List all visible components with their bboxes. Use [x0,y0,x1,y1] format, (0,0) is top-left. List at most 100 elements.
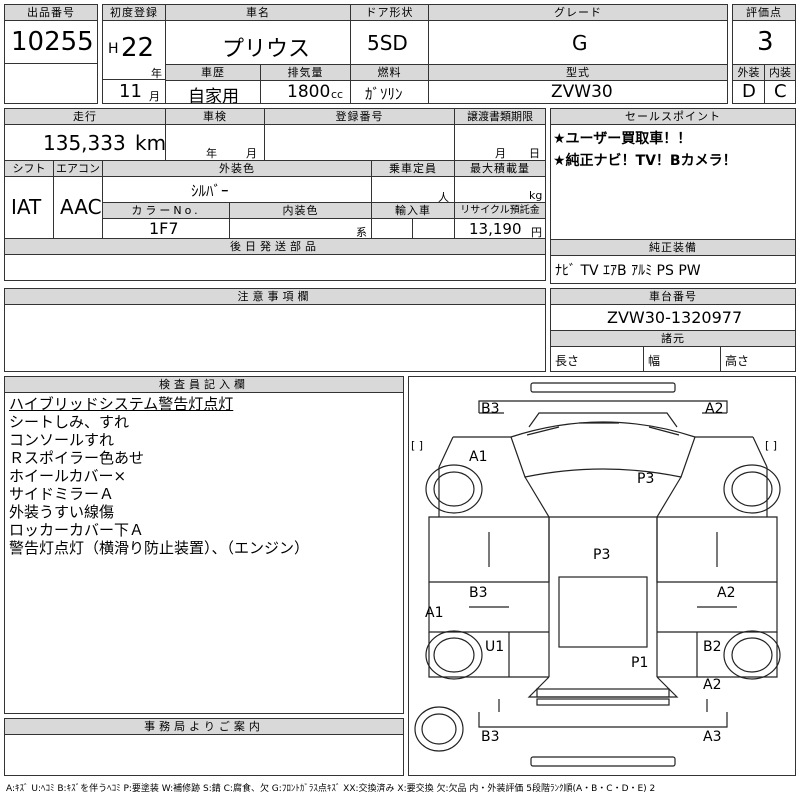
height-label: 高さ [725,354,750,368]
equipment-header: 純正装備 [550,239,796,256]
details-table: 走行 135,333 km 車検 年 月 登録番号 譲渡書類期限 月 日 シフト… [4,108,546,284]
score: 3 [757,27,774,57]
car-diagram: B3 A2 A1 P3 P3 B3 A2 A1 U1 B2 P1 A2 B3 A… [408,376,796,776]
model: ZVW30 [551,82,613,102]
color: ｼﾙﾊﾞｰ [191,182,229,200]
inspector-line: ホイールカバー× [9,467,127,485]
chassis-header: 車台番号 [550,288,796,305]
width-label: 幅 [648,354,661,368]
fuel-header: 燃料 [350,64,429,81]
load-header: 最大積載量 [454,160,546,177]
int-color-header: 内装色 [229,202,372,219]
mark-a1-left: A1 [425,605,444,621]
length-label: 長さ [555,354,580,368]
length-cell: 長さ [550,346,644,372]
inspector-line: コンソールすれ [9,431,115,449]
month-unit: 月 [149,90,160,103]
mark-u1: U1 [485,639,505,655]
inspector-line: シートしみ、すれ [9,413,130,431]
import-cell-a [371,218,413,239]
inspection-cell: 年 月 [165,124,265,161]
car-name-header: 車名 [165,4,351,21]
load-unit: kg [529,189,543,202]
inspector-line: 警告灯点灯（横滑り防止装置）、（エンジン） [9,539,310,557]
door-cell: 5SD [350,20,429,65]
load-cell: kg [454,176,546,203]
chassis-cell: ZVW30-1320977 [550,304,796,331]
sales-points-cell: ★ユーザー買取車！！ ★純正ナビ！TV！Bカメラ！ [550,124,796,240]
first-reg-header: 初度登録 [102,4,166,21]
mark-b3-bottom: B3 [481,729,500,745]
capacity-cell: 人 [371,176,455,203]
recycle-cell: 13,190 円 [454,218,546,239]
header-table: 出品番号 10255 初度登録 H 22 年 11 月 車名 プリウス ドア形状… [4,4,796,104]
mark-p3-roof: P3 [593,547,611,563]
sales-point-2: ★純正ナビ！TV！Bカメラ！ [553,153,737,169]
inspector-header: 検査員記入欄 [4,376,404,393]
later-parts-cell [4,254,546,281]
lot-no-blank [4,63,98,104]
car-name: プリウス [222,37,311,62]
grade-cell: G [428,20,728,65]
mark-b3-left: B3 [469,585,488,601]
inspector-cell: ハイブリッドシステム警告灯点灯 シートしみ、すれ コンソールすれ Ｒスポイラー色… [4,392,404,714]
shift-cell: IAT [4,176,54,239]
bracket-left: [ ] [411,439,424,452]
office-header: 事務局よりご案内 [4,718,404,735]
int-color-cell: 系 [229,218,372,239]
inspector-lines: ハイブリッドシステム警告灯点灯 シートしみ、すれ コンソールすれ Ｒスポイラー色… [9,395,309,557]
capacity-unit: 人 [438,191,449,203]
history: 自家用 [188,87,239,104]
mileage-unit: km [135,131,166,155]
mark-b3-top: B3 [481,401,500,417]
transfer-day-unit: 日 [529,147,540,160]
sales-point-1: ★ユーザー買取車！！ [553,131,692,147]
exterior-grade: D [742,81,756,102]
inspector-line: ロッカーカバー下Ａ [9,521,145,539]
lot-no-cell: 10255 [4,20,98,64]
recycle: 13,190 [469,220,522,238]
notes-header: 注意事項欄 [4,288,546,305]
history-header: 車歴 [165,64,261,81]
sales-points-header: セールスポイント [550,108,796,125]
door-header: ドア形状 [350,4,429,21]
first-reg-cell: H 22 年 [102,20,166,80]
width-cell: 幅 [643,346,721,372]
displacement-unit: cc [331,88,344,101]
year-unit: 年 [151,67,162,80]
equipment: ﾅﾋﾞ TV ｴｱB ｱﾙﾐ PS PW [555,263,701,279]
mark-a2-right: A2 [717,585,736,601]
displacement-cell: 1800 cc [260,80,351,104]
reg-no-cell [264,124,455,161]
mark-p3-hood: P3 [637,471,655,487]
bracket-right: [ ] [765,439,778,452]
recycle-header: リサイクル預託金 [454,202,546,219]
equipment-cell: ﾅﾋﾞ TV ｴｱB ｱﾙﾐ PS PW [550,255,796,284]
capacity-header: 乗車定員 [371,160,455,177]
legend-footer: A:ｷｽﾞ U:ﾍｺﾐ B:ｷｽﾞを伴うﾍｺﾐ P:要塗装 W:補修跡 S:錆 … [6,784,656,794]
interior-grade: C [774,81,787,102]
mark-b2: B2 [703,639,722,655]
score-header: 評価点 [732,4,796,21]
chassis-no: ZVW30-1320977 [607,308,743,327]
mark-a2-rear-right: A2 [703,677,722,693]
mark-p1: P1 [631,655,649,671]
model-cell: ZVW30 [428,80,728,104]
displacement: 1800 [287,82,331,102]
inspector-line: 外装うすい線傷 [9,503,115,521]
model-header: 型式 [428,64,728,81]
interior-cell: C [764,80,796,104]
reg-no-header: 登録番号 [264,108,455,125]
dims-header: 諸元 [550,330,796,347]
exterior-header: 外装 [732,64,765,81]
mark-a2-top: A2 [705,401,724,417]
transfer-month-unit: 月 [495,147,506,160]
ac-cell: AAC [53,176,103,239]
era: H [108,41,119,57]
ac-header: エアコン [53,160,103,177]
shift: IAT [11,195,42,219]
mark-a1-front-left: A1 [469,449,488,465]
fuel: ｶﾞｿﾘﾝ [365,85,403,103]
color-no-header: カラーNo. [102,202,230,219]
history-cell: 自家用 [165,80,261,104]
